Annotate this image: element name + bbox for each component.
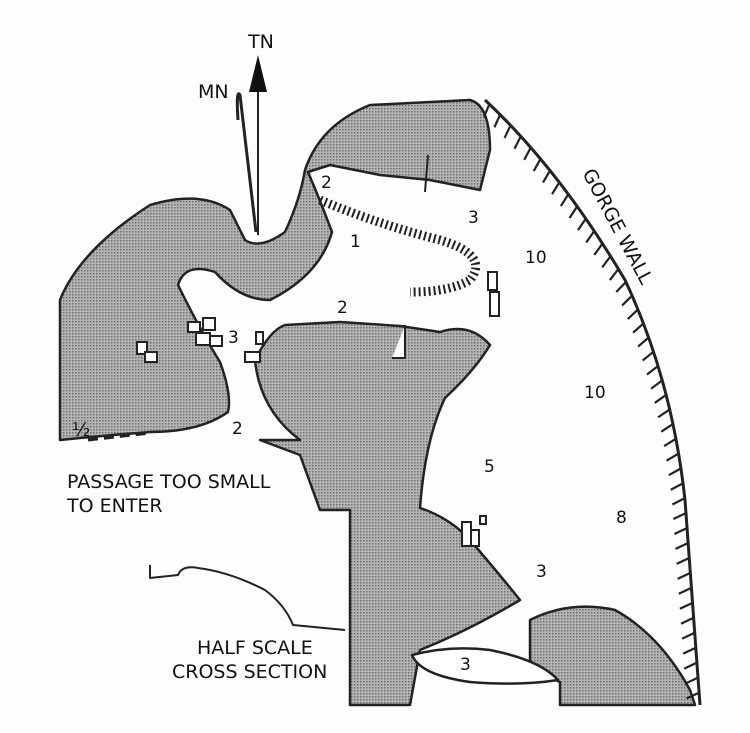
gorge-tick bbox=[672, 512, 687, 520]
gorge-tick bbox=[532, 158, 542, 172]
depth-label: 3 bbox=[536, 562, 547, 582]
rock-north-west bbox=[58, 98, 492, 442]
gorge-tick bbox=[686, 691, 700, 700]
gorge-tick bbox=[551, 181, 561, 195]
depth-label: 3 bbox=[460, 655, 471, 675]
gorge-tick bbox=[679, 601, 693, 610]
cross-section-profile bbox=[149, 565, 346, 631]
gorge-tick bbox=[666, 452, 680, 462]
cross-section-line1: HALF SCALE bbox=[197, 637, 313, 659]
gorge-tick bbox=[668, 467, 682, 477]
gorge-tick bbox=[663, 437, 677, 448]
gorge-tick bbox=[637, 336, 650, 348]
cross-section-line2: CROSS SECTION bbox=[172, 661, 327, 683]
gorge-tick bbox=[542, 169, 551, 184]
depth-label: 3 bbox=[228, 328, 239, 348]
gorge-tick bbox=[493, 114, 502, 128]
rock-south-east bbox=[528, 605, 697, 707]
gorge-tick bbox=[523, 146, 532, 161]
gorge-wall-hatching bbox=[482, 103, 700, 700]
gorge-tick bbox=[660, 423, 674, 433]
gorge-tick bbox=[585, 230, 596, 244]
gorge-tick bbox=[654, 393, 667, 404]
depth-label: 8 bbox=[616, 508, 627, 528]
gorge-tick bbox=[615, 281, 627, 293]
gorge-tick bbox=[671, 497, 686, 506]
true-north-label: TN bbox=[247, 31, 274, 53]
passage-note-line1: PASSAGE TOO SMALL bbox=[67, 471, 271, 493]
ledge-hatching bbox=[318, 195, 481, 297]
gorge-tick bbox=[684, 676, 699, 685]
depth-label: 2 bbox=[232, 419, 243, 439]
gorge-tick bbox=[682, 646, 697, 655]
gorge-tick bbox=[670, 482, 684, 491]
gorge-tick bbox=[513, 135, 522, 150]
gorge-tick bbox=[650, 379, 663, 390]
depth-label: 1 bbox=[350, 232, 361, 252]
passage-dashed-line bbox=[87, 431, 151, 442]
gorge-tick bbox=[657, 408, 671, 419]
boulders bbox=[136, 154, 500, 547]
gorge-tick bbox=[609, 268, 620, 281]
gorge-tick bbox=[676, 556, 690, 565]
gorge-tick bbox=[683, 661, 698, 670]
depth-label: 10 bbox=[525, 248, 547, 268]
gorge-tick bbox=[646, 365, 659, 376]
magnetic-north-label: MN bbox=[198, 81, 229, 103]
depth-label: 2 bbox=[337, 298, 348, 318]
depth-labels: 2 3 1 10 2 3 2 10 5 8 3 3 bbox=[228, 173, 627, 675]
gorge-tick bbox=[678, 586, 692, 595]
depth-label: 10 bbox=[584, 383, 606, 403]
gorge-tick bbox=[593, 242, 604, 256]
rock-central bbox=[253, 320, 522, 707]
gorge-tick bbox=[681, 631, 696, 640]
gorge-tick bbox=[482, 103, 491, 118]
gorge-tick bbox=[621, 294, 633, 307]
gorge-wall-line bbox=[483, 98, 702, 706]
gorge-tick bbox=[503, 124, 512, 139]
bottom-passage bbox=[410, 647, 560, 685]
gorge-tick bbox=[673, 527, 688, 535]
gorge-tick bbox=[577, 218, 587, 231]
gorge-tick bbox=[680, 616, 695, 625]
gorge-tick bbox=[568, 205, 579, 219]
gorge-tick bbox=[642, 350, 655, 362]
gorge-tick bbox=[677, 571, 691, 580]
gorge-tick bbox=[632, 322, 645, 334]
gorge-tick bbox=[627, 308, 639, 320]
fraction-label: ½ bbox=[72, 419, 90, 441]
gorge-tick bbox=[559, 193, 570, 207]
north-arrow: TN MN bbox=[198, 31, 274, 235]
gorge-tick bbox=[601, 255, 612, 269]
passage-note-line2: TO ENTER bbox=[66, 495, 163, 517]
depth-label: 3 bbox=[468, 208, 479, 228]
gorge-tick bbox=[675, 541, 689, 550]
depth-label: 2 bbox=[321, 173, 332, 193]
depth-label: 5 bbox=[484, 457, 495, 477]
